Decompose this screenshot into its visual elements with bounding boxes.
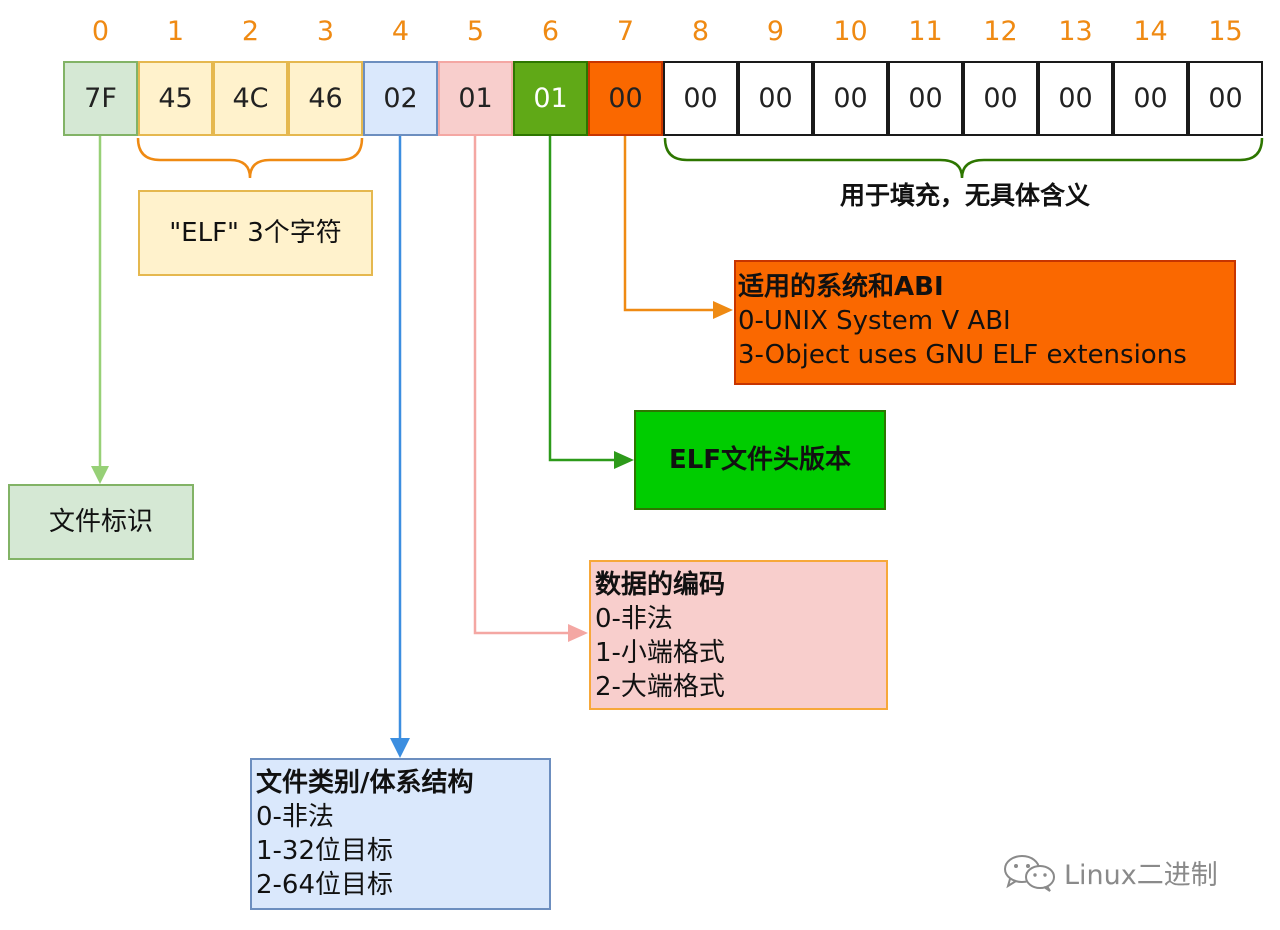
file-magic-label: 文件标识	[48, 507, 153, 537]
byte-cell-10: 00	[813, 61, 888, 136]
watermark-text: Linux二进制	[1064, 859, 1218, 891]
byte-index-10: 10	[833, 16, 868, 47]
byte-cell-0: 7F	[63, 61, 138, 136]
file-class-title: 文件类别/体系结构	[256, 768, 474, 798]
abi-line-1: 3-Object uses GNU ELF extensions	[738, 340, 1187, 370]
byte-cell-14: 00	[1113, 61, 1188, 136]
file-class-line-1: 1-32位目标	[256, 836, 394, 866]
byte-index-11: 11	[908, 16, 943, 47]
abi-connector	[623, 136, 717, 312]
wechat-icon	[1004, 855, 1055, 892]
byte-index-0: 0	[91, 16, 110, 47]
version-box: ELF文件头版本	[634, 410, 886, 510]
file-class-line-2: 2-64位目标	[256, 870, 394, 900]
byte-cell-13: 00	[1038, 61, 1113, 136]
abi-line-0: 0-UNIX System V ABI	[738, 306, 1011, 336]
byte-index-9: 9	[766, 16, 785, 47]
byte-cell-8: 00	[663, 61, 738, 136]
data-connector	[473, 136, 572, 635]
byte-index-2: 2	[241, 16, 260, 47]
elf-chars-box: "ELF" 3个字符	[138, 190, 373, 276]
watermark: Linux二进制	[1000, 852, 1218, 892]
byte-index-5: 5	[466, 16, 485, 47]
padding-label: 用于填充，无具体含义	[839, 181, 1090, 210]
byte-cell-3: 46	[288, 61, 363, 136]
byte-cell-15: 00	[1188, 61, 1263, 136]
file-magic-box: 文件标识	[8, 484, 194, 560]
byte-cell-2: 4C	[213, 61, 288, 136]
byte-cell-12: 00	[963, 61, 1038, 136]
data-encoding-line-0: 0-非法	[595, 604, 673, 634]
byte-cell-4: 02	[363, 61, 438, 136]
byte-cell-7: 00	[588, 61, 663, 136]
byte-index-15: 15	[1208, 16, 1243, 47]
byte-cell-11: 00	[888, 61, 963, 136]
byte-index-6: 6	[541, 16, 560, 47]
data-encoding-box: 数据的编码 0-非法 1-小端格式 2-大端格式	[589, 560, 888, 710]
abi-box: 适用的系统和ABI 0-UNIX System V ABI 3-Object u…	[734, 260, 1236, 385]
elf-chars-label: "ELF" 3个字符	[169, 218, 342, 248]
byte-cell-9: 00	[738, 61, 813, 136]
data-encoding-line-2: 2-大端格式	[595, 672, 725, 702]
byte-cell-5: 01	[438, 61, 513, 136]
byte-cell-6: 01	[513, 61, 588, 136]
byte-index-4: 4	[391, 16, 410, 47]
byte-index-1: 1	[166, 16, 185, 47]
version-label: ELF文件头版本	[668, 445, 852, 475]
byte-cell-1: 45	[138, 61, 213, 136]
byte-index-8: 8	[691, 16, 710, 47]
byte-index-12: 12	[983, 16, 1018, 47]
file-class-line-0: 0-非法	[256, 802, 334, 832]
byte-index-7: 7	[616, 16, 635, 47]
data-encoding-line-1: 1-小端格式	[595, 638, 725, 668]
padding-brace	[663, 137, 1264, 179]
file-class-box: 文件类别/体系结构 0-非法 1-32位目标 2-64位目标	[250, 758, 551, 910]
elf-brace	[136, 137, 364, 179]
byte-index-14: 14	[1133, 16, 1168, 47]
version-connector	[548, 136, 618, 462]
byte-index-3: 3	[316, 16, 335, 47]
abi-title: 适用的系统和ABI	[738, 272, 944, 302]
data-encoding-title: 数据的编码	[595, 570, 726, 600]
byte-index-13: 13	[1058, 16, 1093, 47]
